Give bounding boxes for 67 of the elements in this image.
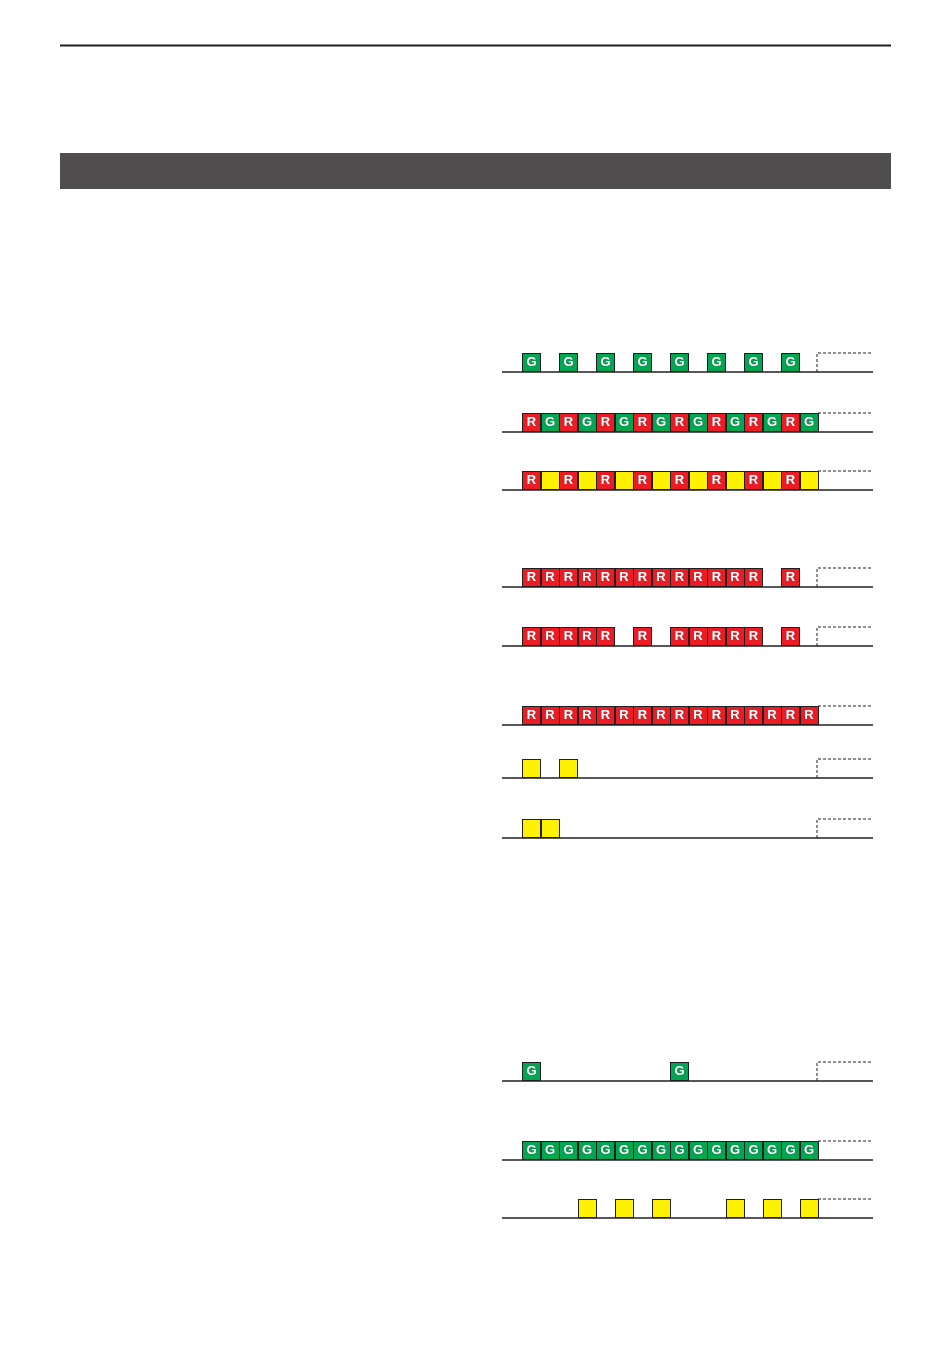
lamp-indicator (522, 759, 541, 778)
lamp-indicator: R (633, 413, 652, 432)
lamp-indicator: R (707, 627, 726, 646)
lamp-indicator: G (744, 353, 763, 372)
lamp-indicator: R (559, 568, 578, 587)
lamp-indicator: G (670, 1141, 689, 1160)
lamp-indicator: G (522, 353, 541, 372)
lamp-indicator: R (781, 568, 800, 587)
lamp-indicator: R (596, 706, 615, 725)
lamp-indicator: R (781, 413, 800, 432)
lamp-indicator: R (707, 706, 726, 725)
lamp-indicator: G (781, 353, 800, 372)
lamp-indicator: G (707, 1141, 726, 1160)
lamp-indicator: R (596, 568, 615, 587)
lamp-indicator: G (633, 353, 652, 372)
lamp-indicator: R (670, 471, 689, 490)
lamp-indicator: R (744, 706, 763, 725)
lamp-indicator: R (522, 627, 541, 646)
lamp-indicator: G (633, 1141, 652, 1160)
lamp-indicator: R (633, 627, 652, 646)
lamp-indicator: R (596, 471, 615, 490)
lamp-indicator: R (670, 627, 689, 646)
lamp-indicator: R (522, 413, 541, 432)
lamp-indicator: R (522, 471, 541, 490)
lamp-indicator: R (670, 568, 689, 587)
lamp-indicator: R (633, 568, 652, 587)
lamp-indicator: G (707, 353, 726, 372)
lamp-indicator: G (596, 353, 615, 372)
lamp-indicator: R (522, 706, 541, 725)
lamp-indicator: G (744, 1141, 763, 1160)
lamp-indicator: G (522, 1062, 541, 1081)
lamp-indicator: R (744, 568, 763, 587)
lamp-indicator (799, 1199, 819, 1218)
lamp-indicator: R (559, 471, 578, 490)
lamp-indicator: R (707, 413, 726, 432)
lamp-indicator: G (522, 1141, 541, 1160)
lamp-indicator: R (522, 568, 541, 587)
lamp-indicator: R (744, 471, 763, 490)
lamp-indicator: R (559, 706, 578, 725)
lamp-indicator: R (707, 471, 726, 490)
lamp-indicator: R (670, 706, 689, 725)
lamp-indicator: R (744, 627, 763, 646)
lamp-indicator: G (670, 353, 689, 372)
lamp-indicator (577, 1199, 597, 1218)
lamp-indicator (559, 759, 578, 778)
lamp-indicator (614, 1199, 634, 1218)
lamp-indicator (725, 1199, 745, 1218)
lamp-indicator: G (596, 1141, 615, 1160)
lamp-indicator: R (744, 413, 763, 432)
lamp-indicator: R (781, 627, 800, 646)
lamp-indicator: G (781, 1141, 800, 1160)
lamp-indicator: G (559, 1141, 578, 1160)
lamp-indicator: R (559, 627, 578, 646)
lamp-indicator: R (596, 627, 615, 646)
lamp-indicator (522, 819, 541, 838)
lamp-indicator: R (633, 706, 652, 725)
lamp-indicator (651, 1199, 671, 1218)
lamp-indicator: R (781, 706, 800, 725)
lamp-indicator: R (781, 471, 800, 490)
lamp-indicator: R (559, 413, 578, 432)
lamp-indicator: G (670, 1062, 689, 1081)
lamp-indicator: G (559, 353, 578, 372)
lamp-indicator: R (596, 413, 615, 432)
lamp-indicator: R (633, 471, 652, 490)
lamp-indicator: R (707, 568, 726, 587)
lamp-indicator (762, 1199, 782, 1218)
lamp-indicator: R (670, 413, 689, 432)
